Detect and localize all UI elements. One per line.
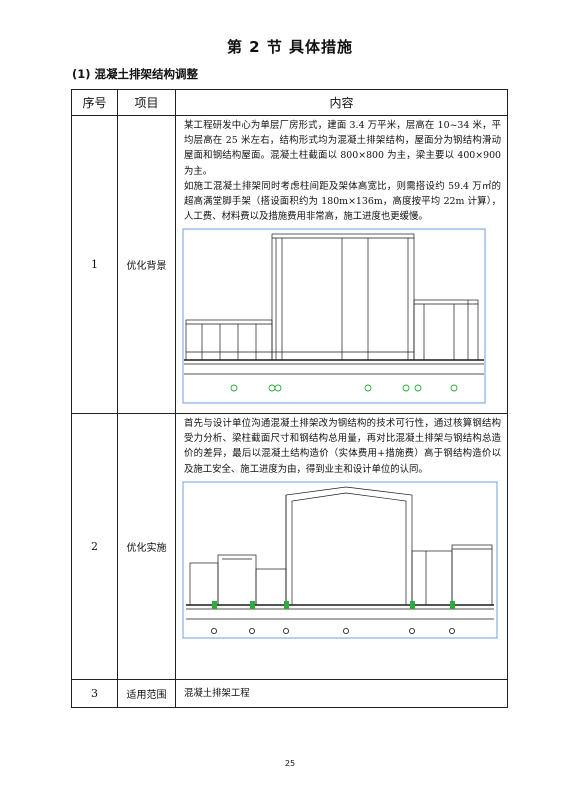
content-paragraph: 首先与设计单位沟通混凝土排架改为钢结构的技术可行性，通过核算钢结构受力分析、梁柱… bbox=[184, 418, 501, 475]
subsection-title: (1) 混凝土排架结构调整 bbox=[72, 67, 199, 81]
row-num: 2 bbox=[71, 413, 118, 680]
row-num: 3 bbox=[71, 679, 118, 708]
table-row: 2 优化实施 首先与设计单位沟通混凝土排架改为钢结构的技术可行性，通过核算钢结构… bbox=[71, 413, 508, 680]
table-row: 3 适用范围 混凝土排架工程 bbox=[71, 679, 508, 708]
content-paragraph: 如施工混凝土排架同时考虑柱间距及架体高宽比，则需搭设约 59.4 万㎡的超高满堂… bbox=[184, 180, 501, 223]
content-paragraph: 某工程研发中心为单层厂房形式，建面 3.4 万平米，层高在 10~34 米，平均… bbox=[184, 120, 501, 177]
steel-structure-elevation-drawing bbox=[182, 481, 498, 639]
section-title: 第 2 节 具体措施 bbox=[226, 38, 354, 56]
page-number: 25 bbox=[284, 759, 296, 768]
row-item: 优化实施 bbox=[117, 413, 176, 680]
table-row: 1 优化背景 某工程研发中心为单层厂房形式，建面 3.4 万平米，层高在 10~… bbox=[71, 115, 508, 414]
row-item: 适用范围 bbox=[117, 679, 176, 708]
header-content: 内容 bbox=[175, 89, 508, 116]
concrete-bent-elevation-drawing bbox=[182, 228, 486, 404]
row-item: 优化背景 bbox=[117, 115, 176, 414]
row-content: 某工程研发中心为单层厂房形式，建面 3.4 万平米，层高在 10~34 米，平均… bbox=[175, 115, 508, 414]
content-paragraph: 混凝土排架工程 bbox=[184, 687, 250, 699]
row-content: 混凝土排架工程 bbox=[175, 679, 508, 708]
header-num: 序号 bbox=[71, 89, 118, 116]
measures-table: 序号 项目 内容 1 优化背景 某工程研发中心为单层厂房形式，建面 3.4 万平… bbox=[71, 89, 508, 708]
header-item: 项目 bbox=[117, 89, 176, 116]
row-content: 首先与设计单位沟通混凝土排架改为钢结构的技术可行性，通过核算钢结构受力分析、梁柱… bbox=[175, 413, 508, 680]
table-header-row: 序号 项目 内容 bbox=[71, 89, 508, 116]
row-num: 1 bbox=[71, 115, 118, 414]
